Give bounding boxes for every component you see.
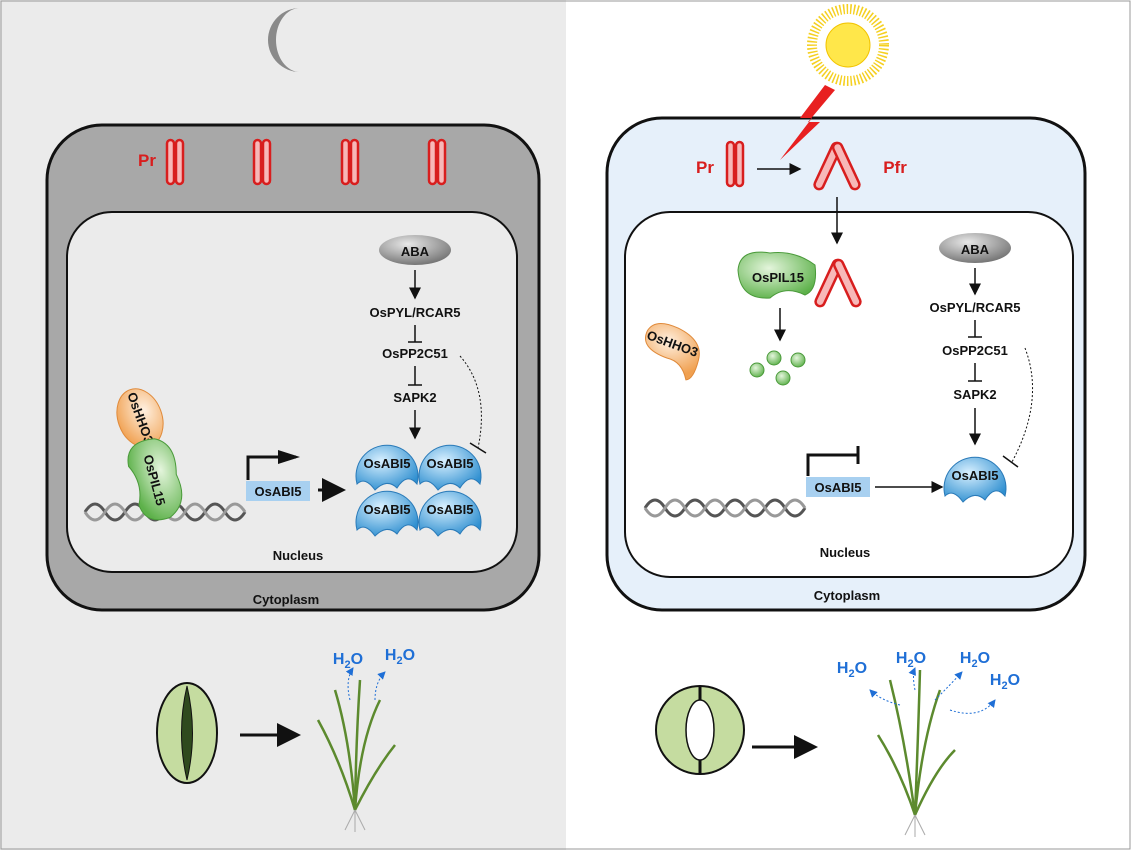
gene-box: [246, 481, 310, 501]
water-label: H2O: [990, 672, 1020, 692]
phytochrome-pr-icon: [340, 138, 360, 186]
oshho3-protein: OsHHO3: [116, 388, 164, 448]
svg-text:OsPIL15: OsPIL15: [752, 270, 804, 285]
sapk2-label: SAPK2: [393, 390, 436, 405]
aba-label: ABA: [401, 244, 430, 259]
plant-icon: [316, 679, 396, 832]
phytochrome-pr-icon: [427, 138, 447, 186]
svg-text:OsABI5: OsABI5: [364, 502, 411, 517]
phytochrome-pr-icon: [165, 138, 185, 186]
svg-text:OsABI5: OsABI5: [952, 468, 999, 483]
open-stoma-icon: [655, 685, 745, 775]
water-label: H2O: [960, 650, 990, 670]
light-nucleus: [624, 211, 1074, 578]
aba-label: ABA: [961, 242, 990, 257]
svg-text:OsABI5: OsABI5: [427, 456, 474, 471]
repression-bar: [806, 446, 860, 476]
water-label: H2O: [837, 660, 867, 680]
svg-text:OsABI5: OsABI5: [815, 480, 862, 495]
ospp2c51-label: OsPP2C51: [382, 346, 448, 361]
ospyl-label: OsPYL/RCAR5: [369, 305, 460, 320]
ospil15-protein: OsPIL15: [737, 251, 816, 299]
nucleus-label: Nucleus: [820, 545, 871, 560]
cytoplasm-label: Cytoplasm: [814, 588, 880, 603]
closed-stoma-icon: [156, 682, 218, 784]
cytoplasm-label: Cytoplasm: [253, 592, 319, 607]
nucleus-label: Nucleus: [273, 548, 324, 563]
ospp2c51-label: OsPP2C51: [942, 343, 1008, 358]
aba-ellipse: [379, 235, 451, 265]
plant-icon: [876, 669, 956, 837]
svg-text:OsABI5: OsABI5: [255, 484, 302, 499]
sun-icon: [807, 4, 889, 86]
pr-label: Pr: [138, 151, 156, 170]
ospyl-label: OsPYL/RCAR5: [929, 300, 1020, 315]
phytochrome-pr-icon: [252, 138, 272, 186]
red-light-bolt-icon: [780, 85, 835, 160]
svg-text:OsABI5: OsABI5: [427, 502, 474, 517]
pfr-label: Pfr: [883, 158, 907, 177]
ospil15-protein: OsPIL15: [127, 438, 183, 521]
water-label: H2O: [333, 651, 363, 671]
abi5-protein-cluster: OsABI5 OsABI5 OsABI5 OsABI5: [355, 444, 482, 537]
svg-text:OsABI5: OsABI5: [364, 456, 411, 471]
degraded-protein-dots: [749, 350, 806, 386]
abi5-protein: OsABI5: [943, 456, 1007, 503]
water-label: H2O: [896, 650, 926, 670]
water-label: H2O: [385, 647, 415, 667]
gene-box: [806, 477, 870, 497]
sapk2-label: SAPK2: [953, 387, 996, 402]
moon-icon: [268, 8, 300, 72]
pr-label: Pr: [696, 158, 714, 177]
aba-ellipse: [939, 233, 1011, 263]
phytochrome-pr-icon: [725, 140, 745, 188]
